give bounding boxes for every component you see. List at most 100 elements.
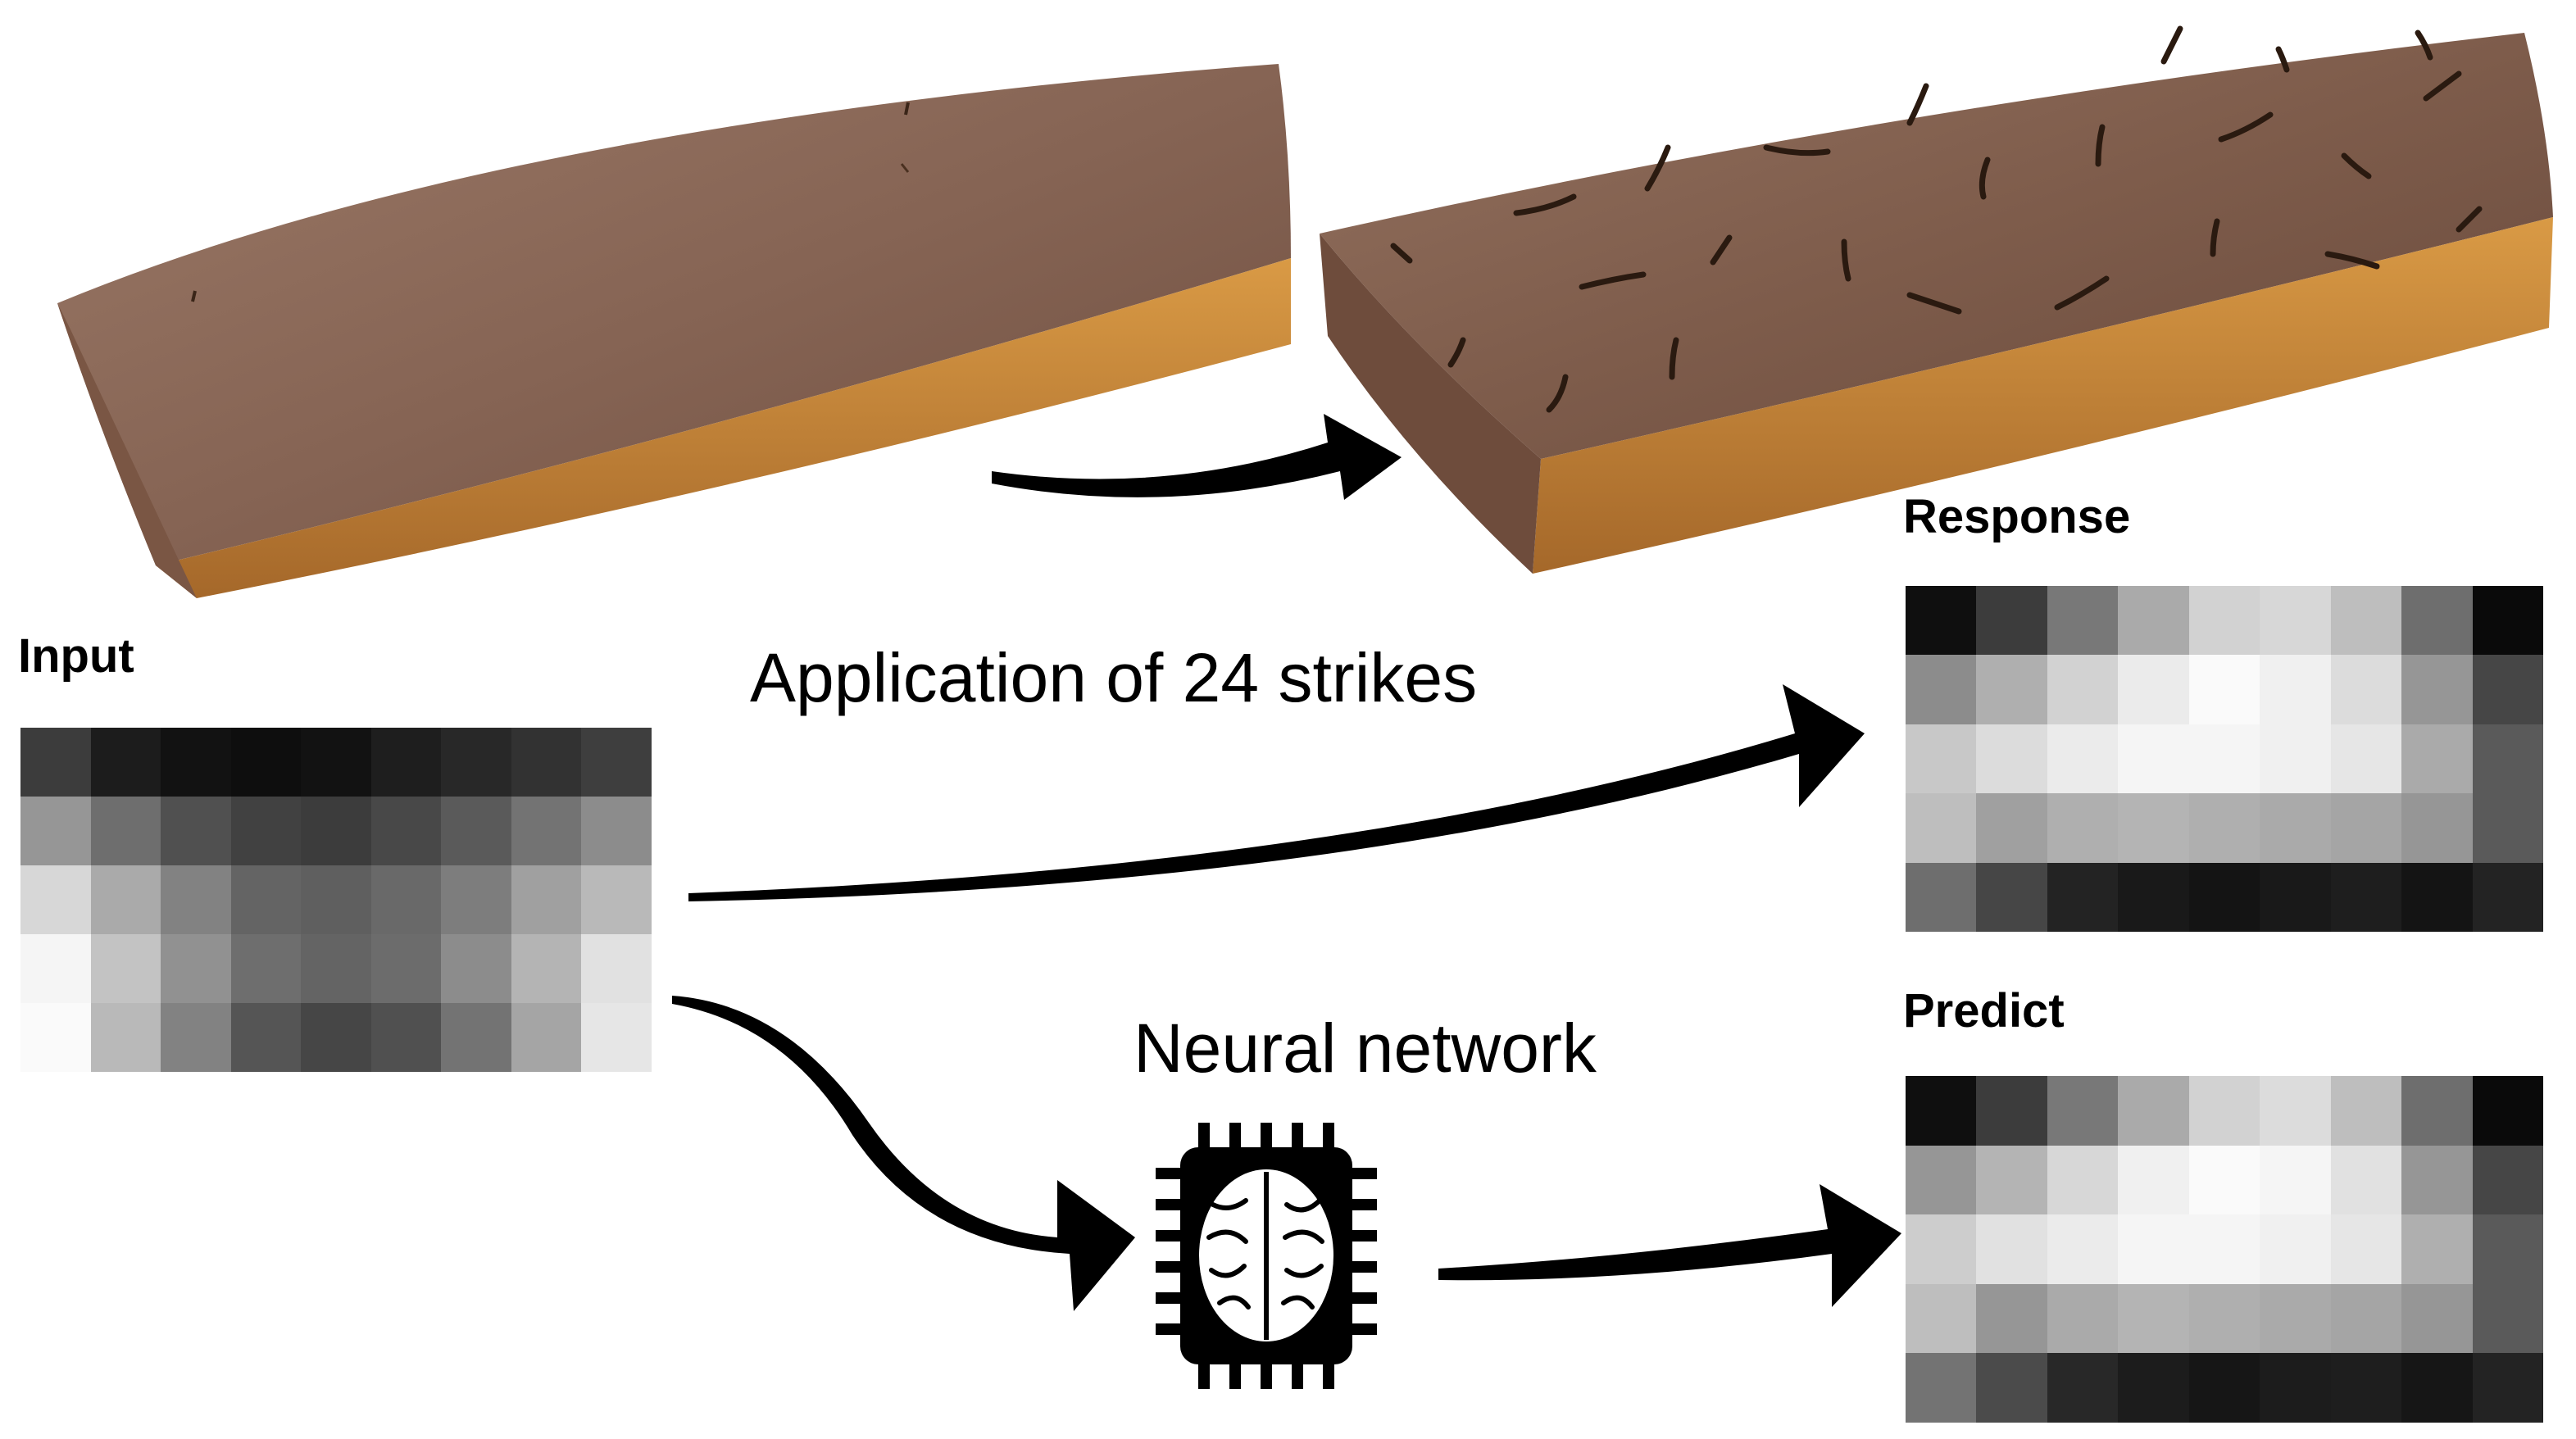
board-after-left <box>1320 234 1541 574</box>
predict-cell-3-6 <box>2330 1283 2402 1354</box>
input-cell-3-2 <box>161 934 231 1003</box>
predict-cell-3-1 <box>1976 1283 2047 1354</box>
neural-network-label: Neural network <box>1134 1010 1597 1087</box>
response-cell-1-8 <box>2472 655 2543 724</box>
response-cell-2-0 <box>1906 724 1977 794</box>
input-cell-2-8 <box>581 865 652 934</box>
input-cell-1-7 <box>511 797 582 865</box>
response-cell-4-5 <box>2260 862 2331 932</box>
input-cell-4-2 <box>161 1003 231 1072</box>
predict-cell-0-5 <box>2260 1076 2331 1146</box>
predict-cell-1-3 <box>2118 1145 2189 1215</box>
response-cell-3-8 <box>2472 793 2543 863</box>
predict-cell-3-3 <box>2118 1283 2189 1354</box>
response-cell-4-4 <box>2188 862 2260 932</box>
predict-cell-4-3 <box>2118 1353 2189 1423</box>
predict-cell-1-6 <box>2330 1145 2402 1215</box>
board-before-top <box>57 64 1291 565</box>
arrow-input-to-response <box>688 684 1865 901</box>
input-cell-2-3 <box>230 865 302 934</box>
input-cell-0-8 <box>581 728 652 797</box>
response-cell-0-1 <box>1976 586 2047 656</box>
predict-cell-2-3 <box>2118 1214 2189 1284</box>
input-cell-2-7 <box>511 865 582 934</box>
response-cell-4-8 <box>2472 862 2543 932</box>
input-cell-4-1 <box>90 1003 161 1072</box>
response-cell-0-0 <box>1906 586 1977 656</box>
predict-cell-3-8 <box>2472 1283 2543 1354</box>
input-cell-4-0 <box>20 1003 91 1072</box>
response-cell-2-2 <box>2047 724 2119 794</box>
predict-cell-3-0 <box>1906 1283 1977 1354</box>
response-cell-2-1 <box>1976 724 2047 794</box>
response-cell-3-2 <box>2047 793 2119 863</box>
input-cell-1-6 <box>441 797 511 865</box>
predict-cell-0-3 <box>2118 1076 2189 1146</box>
input-cell-1-3 <box>230 797 302 865</box>
response-cell-3-7 <box>2401 793 2473 863</box>
response-cell-2-4 <box>2188 724 2260 794</box>
input-cell-0-2 <box>161 728 231 797</box>
input-cell-4-4 <box>301 1003 371 1072</box>
predict-cell-1-4 <box>2188 1145 2260 1215</box>
response-cell-1-3 <box>2118 655 2189 724</box>
input-cell-0-6 <box>441 728 511 797</box>
input-cell-2-6 <box>441 865 511 934</box>
input-cell-1-4 <box>301 797 371 865</box>
board-before-front <box>156 258 1291 598</box>
response-cell-0-6 <box>2330 586 2402 656</box>
arrow-input-to-network <box>672 996 1135 1311</box>
predict-cell-0-7 <box>2401 1076 2473 1146</box>
predict-cell-4-2 <box>2047 1353 2119 1423</box>
predict-cell-4-5 <box>2260 1353 2331 1423</box>
board-after-front <box>1533 217 2553 574</box>
input-cell-2-2 <box>161 865 231 934</box>
predict-cell-0-1 <box>1976 1076 2047 1146</box>
arrow-network-to-predict <box>1438 1184 1901 1307</box>
predict-cell-2-8 <box>2472 1214 2543 1284</box>
response-cell-4-0 <box>1906 862 1977 932</box>
predict-cell-2-6 <box>2330 1214 2402 1284</box>
response-cell-4-2 <box>2047 862 2119 932</box>
response-cell-2-8 <box>2472 724 2543 794</box>
predict-label: Predict <box>1903 984 2065 1037</box>
input-heatmap <box>20 728 652 1072</box>
neural-chip-brain-icon <box>1156 1123 1377 1389</box>
input-cell-3-8 <box>581 934 652 1003</box>
input-cell-3-7 <box>511 934 582 1003</box>
predict-cell-2-2 <box>2047 1214 2119 1284</box>
predict-cell-2-5 <box>2260 1214 2331 1284</box>
response-cell-4-6 <box>2330 862 2402 932</box>
predict-cell-2-4 <box>2188 1214 2260 1284</box>
predict-cell-1-0 <box>1906 1145 1977 1215</box>
response-cell-0-5 <box>2260 586 2331 656</box>
response-cell-0-7 <box>2401 586 2473 656</box>
response-cell-1-6 <box>2330 655 2402 724</box>
input-cell-3-4 <box>301 934 371 1003</box>
board-after-top <box>1320 33 2553 459</box>
predict-cell-1-2 <box>2047 1145 2119 1215</box>
response-cell-3-0 <box>1906 793 1977 863</box>
response-cell-2-7 <box>2401 724 2473 794</box>
input-cell-1-1 <box>90 797 161 865</box>
board-before-left <box>57 303 197 598</box>
response-cell-1-0 <box>1906 655 1977 724</box>
response-cell-0-4 <box>2188 586 2260 656</box>
input-cell-0-0 <box>20 728 91 797</box>
predict-cell-4-0 <box>1906 1353 1977 1423</box>
predict-cell-4-6 <box>2330 1353 2402 1423</box>
predict-cell-0-4 <box>2188 1076 2260 1146</box>
input-cell-3-3 <box>230 934 302 1003</box>
response-cell-0-8 <box>2472 586 2543 656</box>
input-cell-2-5 <box>370 865 442 934</box>
predict-cell-0-2 <box>2047 1076 2119 1146</box>
predict-heatmap <box>1906 1076 2543 1423</box>
predict-cell-2-1 <box>1976 1214 2047 1284</box>
input-label: Input <box>18 629 134 683</box>
input-cell-0-1 <box>90 728 161 797</box>
input-cell-1-8 <box>581 797 652 865</box>
predict-cell-3-2 <box>2047 1283 2119 1354</box>
predict-cell-1-5 <box>2260 1145 2331 1215</box>
predict-cell-2-0 <box>1906 1214 1977 1284</box>
input-cell-1-2 <box>161 797 231 865</box>
